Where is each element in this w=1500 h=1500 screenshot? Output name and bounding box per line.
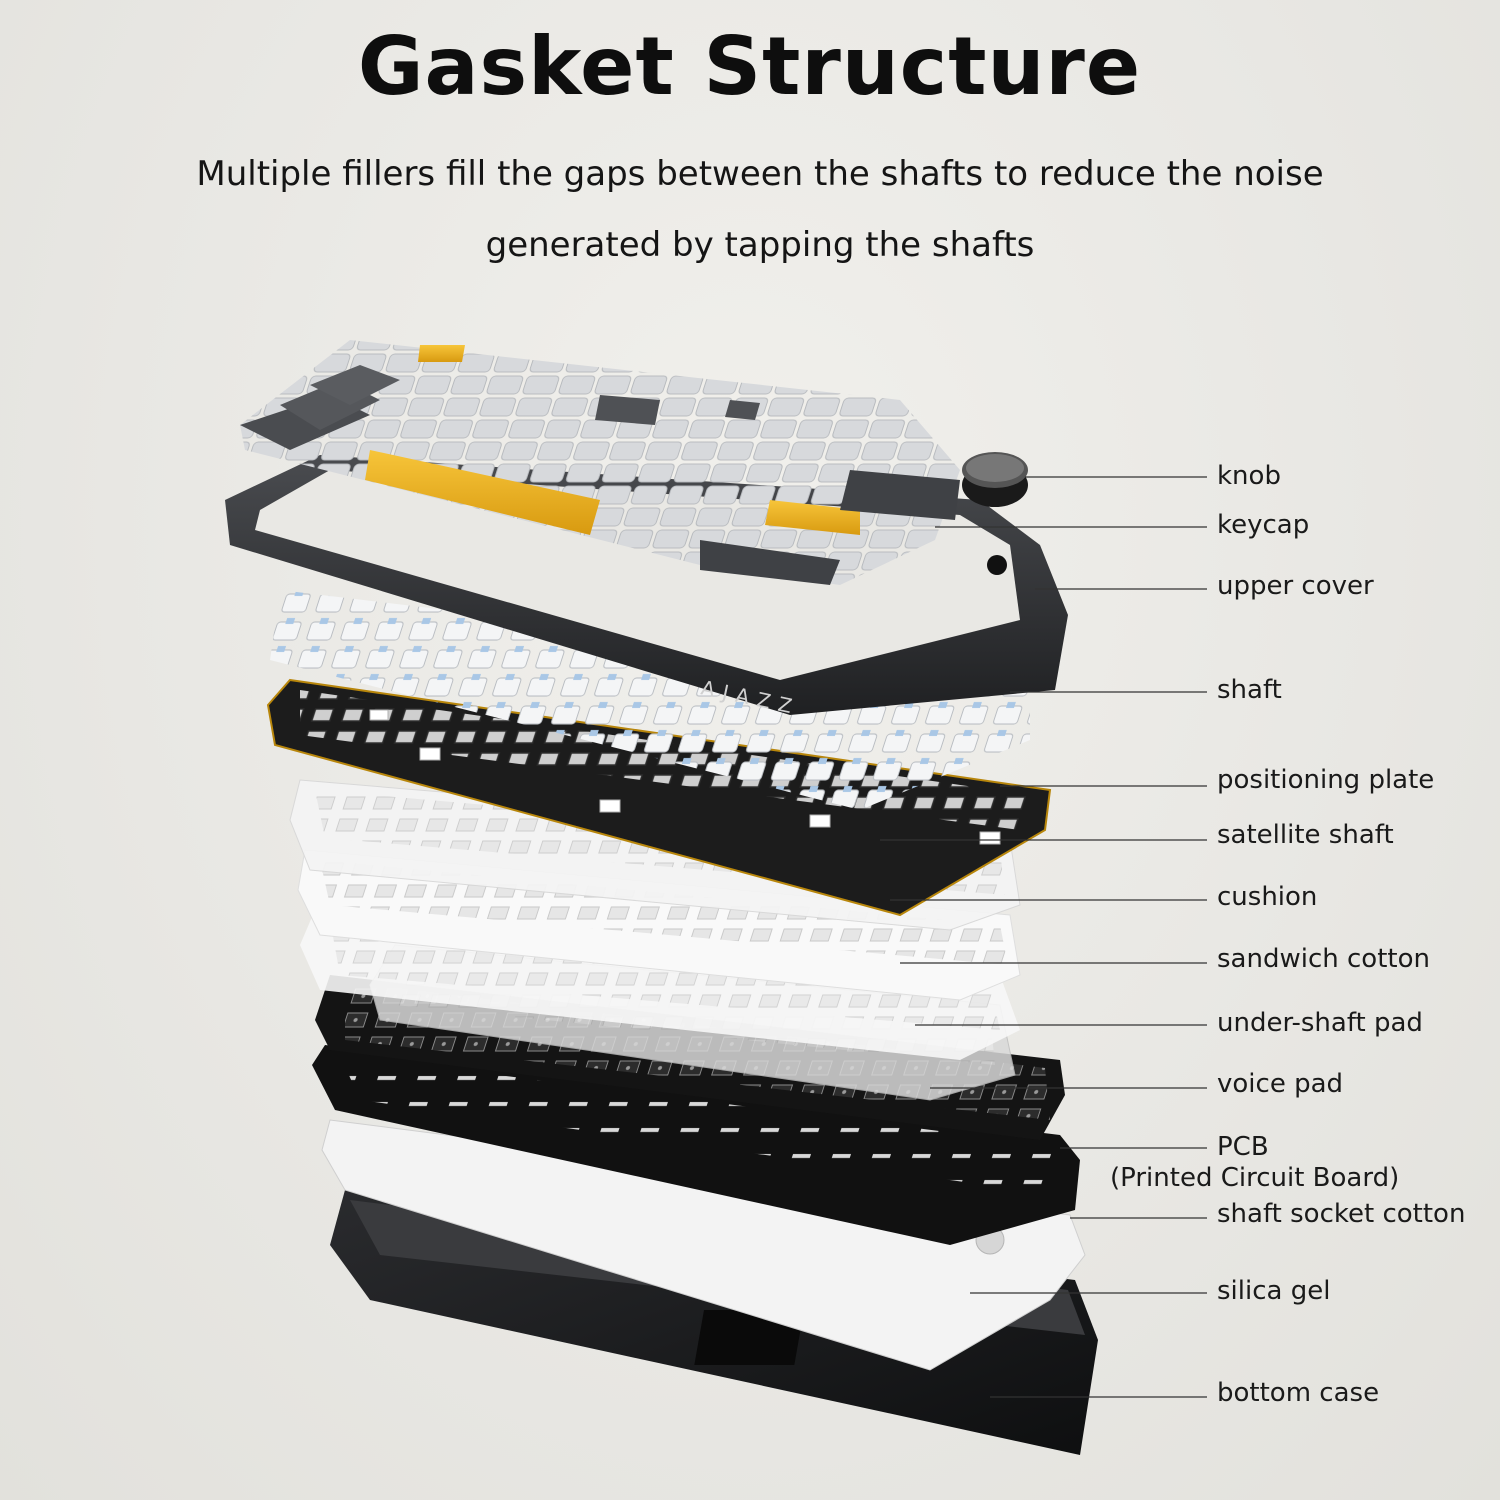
label-sandwich-cotton: sandwich cotton [1217,944,1430,974]
satellite-shaft-part [369,709,1001,845]
subtitle-line-2: generated by tapping the shafts [485,225,1035,265]
label-shaft-socket-cotton: shaft socket cotton [1217,1199,1466,1229]
label-knob: knob [1217,461,1281,491]
label-shaft: shaft [1217,675,1282,705]
label-satellite-shaft: satellite shaft [1217,820,1394,850]
silica-gel-part [321,1119,1086,1371]
label-bottom-case: bottom case [1217,1378,1380,1408]
knob-part [962,452,1028,507]
label-voice-pad: voice pad [1217,1069,1344,1099]
label-pcb: PCB [1217,1132,1269,1162]
label-positioning-plate: positioning plate [1217,765,1435,795]
subtitle-line-1: Multiple fillers fill the gaps between t… [196,154,1324,194]
shaft-socket-cotton-part [312,1045,1080,1245]
label-upper-cover: upper cover [1217,571,1374,601]
label-pcb-full-name: (Printed Circuit Board) [1110,1163,1400,1193]
keycap-part [240,340,960,585]
label-cushion: cushion [1217,882,1318,912]
leader-lines [880,476,1207,1398]
label-under-shaft-pad: under-shaft pad [1217,1008,1423,1038]
label-silica-gel: silica gel [1217,1276,1331,1306]
page-title: Gasket Structure [357,20,1142,113]
label-keycap: keycap [1217,510,1310,540]
